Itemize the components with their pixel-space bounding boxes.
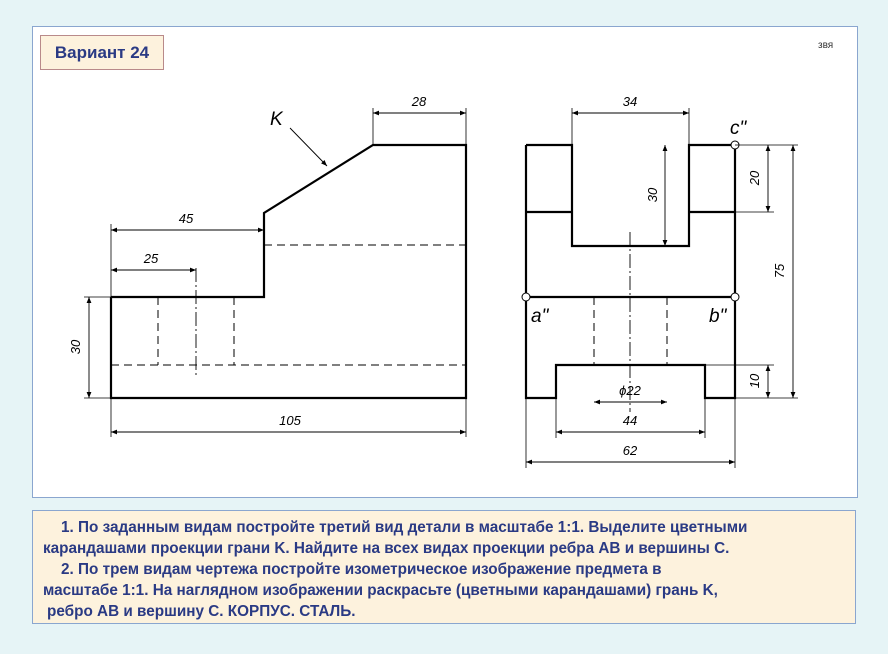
dim-hole-diameter: ϕ22 bbox=[619, 383, 641, 398]
face-k-leader bbox=[289, 127, 328, 167]
dim-front-height: 30 bbox=[68, 339, 83, 354]
point-a bbox=[521, 292, 531, 302]
dim-bottom-height: 10 bbox=[747, 373, 762, 388]
dim-base-slot-width: 44 bbox=[623, 413, 637, 428]
task-line-4: масштабе 1:1. На наглядном изображении р… bbox=[43, 582, 718, 599]
dim-total-width: 105 bbox=[279, 413, 301, 428]
point-c-label: c" bbox=[730, 118, 748, 139]
front-view-outline bbox=[109, 143, 468, 400]
front-view: 28 45 25 30 105 K bbox=[68, 94, 468, 437]
dim-step-width: 45 bbox=[179, 211, 194, 226]
task-box: 1. По заданным видам постройте третий ви… bbox=[32, 510, 856, 624]
dim-slot-depth: 30 bbox=[645, 187, 660, 202]
author-mark: звя bbox=[818, 40, 834, 51]
task-line-1: 1. По заданным видам постройте третий ви… bbox=[61, 519, 748, 536]
variant-label-box: Вариант 24 bbox=[40, 35, 164, 70]
side-view: c" a" b" 34 30 20 75 10 ϕ22 44 bbox=[521, 94, 798, 468]
task-line-3: 2. По трем видам чертежа постройте изоме… bbox=[61, 561, 662, 578]
side-view-outline bbox=[524, 143, 737, 400]
point-b bbox=[730, 292, 740, 302]
task-line-2: карандашами проекции грани K. Найдите на… bbox=[43, 540, 730, 557]
dim-slot-width: 34 bbox=[623, 94, 637, 109]
dim-top-height: 20 bbox=[747, 170, 762, 186]
dim-top-width: 28 bbox=[411, 94, 427, 109]
point-b-label: b" bbox=[709, 306, 728, 327]
variant-label: Вариант 24 bbox=[54, 42, 150, 62]
face-k-label: K bbox=[270, 109, 284, 130]
dim-side-total-width: 62 bbox=[623, 443, 638, 458]
point-a-label: a" bbox=[531, 306, 550, 327]
dim-total-height: 75 bbox=[772, 263, 787, 278]
dim-hole-offset: 25 bbox=[143, 251, 159, 266]
drawing-frame bbox=[32, 26, 858, 498]
task-line-5: ребро AB и вершину C. КОРПУС. СТАЛЬ. bbox=[47, 603, 356, 620]
